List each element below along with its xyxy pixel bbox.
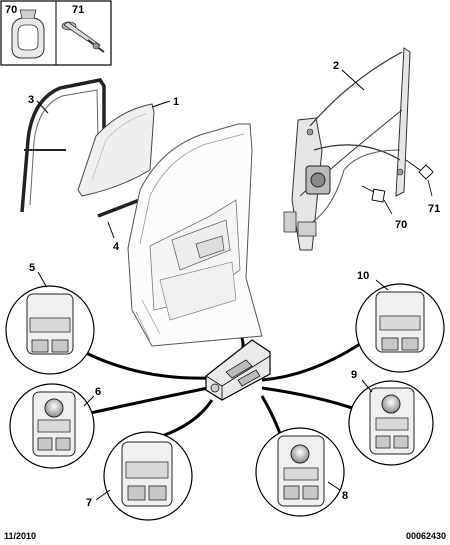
clip-icon [11, 9, 45, 59]
callout-6: 6 [95, 386, 101, 398]
leader-7 [95, 489, 111, 501]
inset-box: 70 71 [0, 0, 112, 66]
leader-9 [361, 379, 373, 393]
leader-10 [375, 279, 389, 291]
footer-reference: 00062430 [405, 531, 446, 541]
rivet-icon [61, 21, 105, 53]
callout-5: 5 [29, 262, 35, 274]
switch-9-circle [348, 380, 434, 466]
leader-3 [36, 100, 49, 114]
callout-4: 4 [113, 241, 120, 253]
clip-70-marker [361, 185, 393, 215]
callout-9: 9 [351, 369, 357, 381]
rivet-71-marker [405, 159, 434, 197]
callout-8: 8 [342, 490, 348, 502]
switch-hub [205, 339, 271, 401]
callout-2: 2 [333, 60, 339, 72]
leader-4 [107, 221, 115, 239]
switch-8-circle [255, 427, 345, 517]
window-regulator [283, 47, 411, 251]
inset-label-71: 71 [72, 4, 84, 16]
inset-label-70: 70 [5, 4, 17, 16]
leader-2 [341, 69, 365, 91]
callout-1: 1 [173, 96, 179, 108]
leader-8 [327, 481, 341, 491]
callout-70: 70 [395, 219, 407, 231]
leader-6 [83, 395, 95, 407]
callout-71: 71 [428, 203, 440, 215]
leader-1 [151, 100, 171, 108]
door-glass [77, 103, 155, 197]
callout-3: 3 [28, 94, 34, 106]
callout-7: 7 [86, 497, 92, 509]
switch-7-circle [103, 431, 193, 521]
switch-6-circle [9, 383, 95, 469]
footer-date: 11/2010 [4, 531, 37, 541]
switch-5-circle [5, 285, 95, 375]
door-inner-panel [127, 123, 263, 347]
leader-5 [37, 271, 47, 287]
callout-10: 10 [357, 270, 369, 282]
switch-10-circle [355, 283, 445, 373]
